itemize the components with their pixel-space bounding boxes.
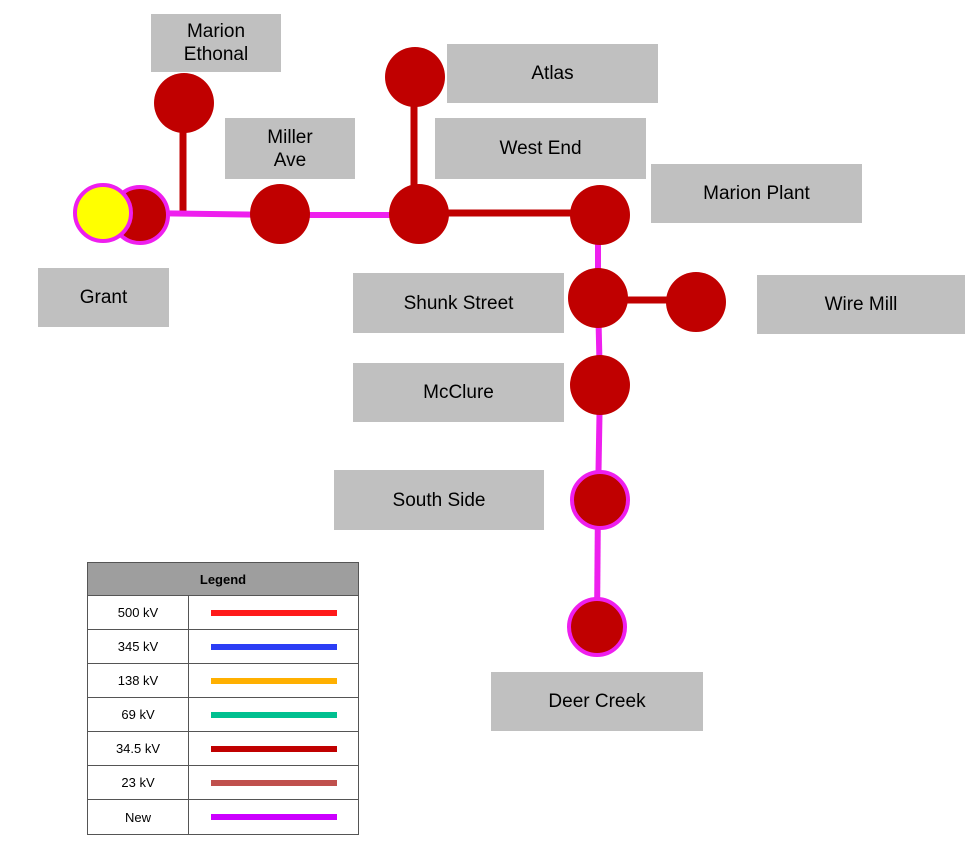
label-grant: Grant xyxy=(38,268,169,327)
node-grant-source xyxy=(73,183,133,243)
node-south-side xyxy=(570,470,630,530)
label-shunk-street: Shunk Street xyxy=(353,273,564,333)
legend-label: 34.5 kV xyxy=(88,732,189,765)
node-wire-mill xyxy=(666,272,726,332)
legend-swatch xyxy=(210,677,337,684)
label-wire-mill: Wire Mill xyxy=(757,275,965,334)
legend-row: 345 kV xyxy=(88,630,358,664)
legend-row: 34.5 kV xyxy=(88,732,358,766)
label-marion-plant: Marion Plant xyxy=(651,164,862,223)
label-marion-ethonal: Marion Ethonal xyxy=(151,14,281,72)
legend-row: 69 kV xyxy=(88,698,358,732)
node-marion-plant xyxy=(570,185,630,245)
legend: Legend 500 kV 345 kV 138 kV 69 kV 34.5 k… xyxy=(87,562,359,835)
node-atlas xyxy=(385,47,445,107)
legend-label: 345 kV xyxy=(88,630,189,663)
legend-swatch xyxy=(210,609,337,616)
legend-swatch xyxy=(210,711,337,718)
legend-label: New xyxy=(88,800,189,834)
label-mcclure: McClure xyxy=(353,363,564,422)
label-miller-ave: Miller Ave xyxy=(225,118,355,179)
legend-label: 138 kV xyxy=(88,664,189,697)
legend-label: 69 kV xyxy=(88,698,189,731)
label-west-end: West End xyxy=(435,118,646,179)
legend-swatch xyxy=(210,745,337,752)
node-west-end xyxy=(389,184,449,244)
node-shunk-street xyxy=(568,268,628,328)
legend-swatch xyxy=(210,814,337,820)
legend-swatch xyxy=(210,643,337,650)
legend-row: 23 kV xyxy=(88,766,358,800)
label-atlas: Atlas xyxy=(447,44,658,103)
node-marion-ethonal xyxy=(154,73,214,133)
node-mcclure xyxy=(570,355,630,415)
label-deer-creek: Deer Creek xyxy=(491,672,703,731)
label-south-side: South Side xyxy=(334,470,544,530)
legend-row: 500 kV xyxy=(88,596,358,630)
legend-row: New xyxy=(88,800,358,834)
node-deer-creek xyxy=(567,597,627,657)
node-miller-ave xyxy=(250,184,310,244)
legend-label: 23 kV xyxy=(88,766,189,799)
legend-swatch xyxy=(210,779,337,786)
legend-title: Legend xyxy=(88,563,358,596)
legend-label: 500 kV xyxy=(88,596,189,629)
legend-row: 138 kV xyxy=(88,664,358,698)
